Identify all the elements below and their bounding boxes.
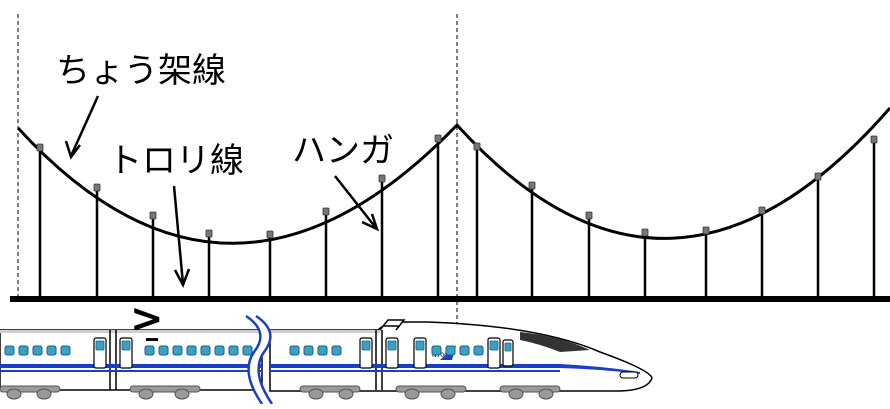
car-marker: [146, 338, 158, 341]
hanger-clamp: [473, 142, 481, 151]
hanger-clamp: [36, 143, 44, 152]
hanger-clamp: [149, 211, 157, 220]
roof-line: [0, 330, 262, 333]
train-stripe: [270, 370, 560, 372]
hanger-clamp: [322, 207, 330, 216]
label-contact-wire: トロリ線: [108, 141, 244, 181]
headlight: [619, 371, 639, 379]
hanger-clamp: [758, 206, 766, 215]
label-hanger: ハンガ: [292, 131, 394, 171]
hanger-clamp: [702, 226, 710, 235]
hanger-clamp: [641, 228, 649, 237]
hanger-clamp: [585, 211, 593, 220]
bogies: [0, 385, 561, 400]
hanger-clamp: [814, 172, 822, 181]
hanger-clamp: [93, 183, 101, 192]
hanger-clamp: [378, 174, 386, 183]
hangers: [38, 140, 876, 298]
passenger-windows: [4, 345, 484, 356]
break-lines: [245, 314, 274, 405]
hanger-clamp: [434, 134, 442, 143]
arrow-hanger: [334, 175, 380, 232]
pointer-arrows: [64, 95, 380, 289]
hanger-clamp: [266, 230, 274, 239]
messenger-wire: [16, 107, 890, 245]
label-messenger-wire: ちょう架線: [56, 51, 226, 91]
arrow-messenger-wire: [64, 95, 100, 160]
hanger-clamp: [528, 181, 536, 190]
windshield: [520, 332, 590, 352]
door-windows: [95, 340, 512, 352]
hanger-clamp: [205, 229, 213, 238]
hanger-clamps: [36, 134, 878, 239]
arrow-contact-wire: [172, 185, 191, 289]
train-logo: N700: [432, 352, 448, 359]
train-stripe: [0, 370, 262, 372]
roof-line: [270, 330, 380, 333]
pantograph: [379, 319, 406, 331]
contact-wire: [10, 296, 890, 302]
hanger-clamp: [870, 135, 878, 144]
shinkansen-train: N700: [0, 314, 653, 405]
pole-lines: [17, 14, 458, 336]
